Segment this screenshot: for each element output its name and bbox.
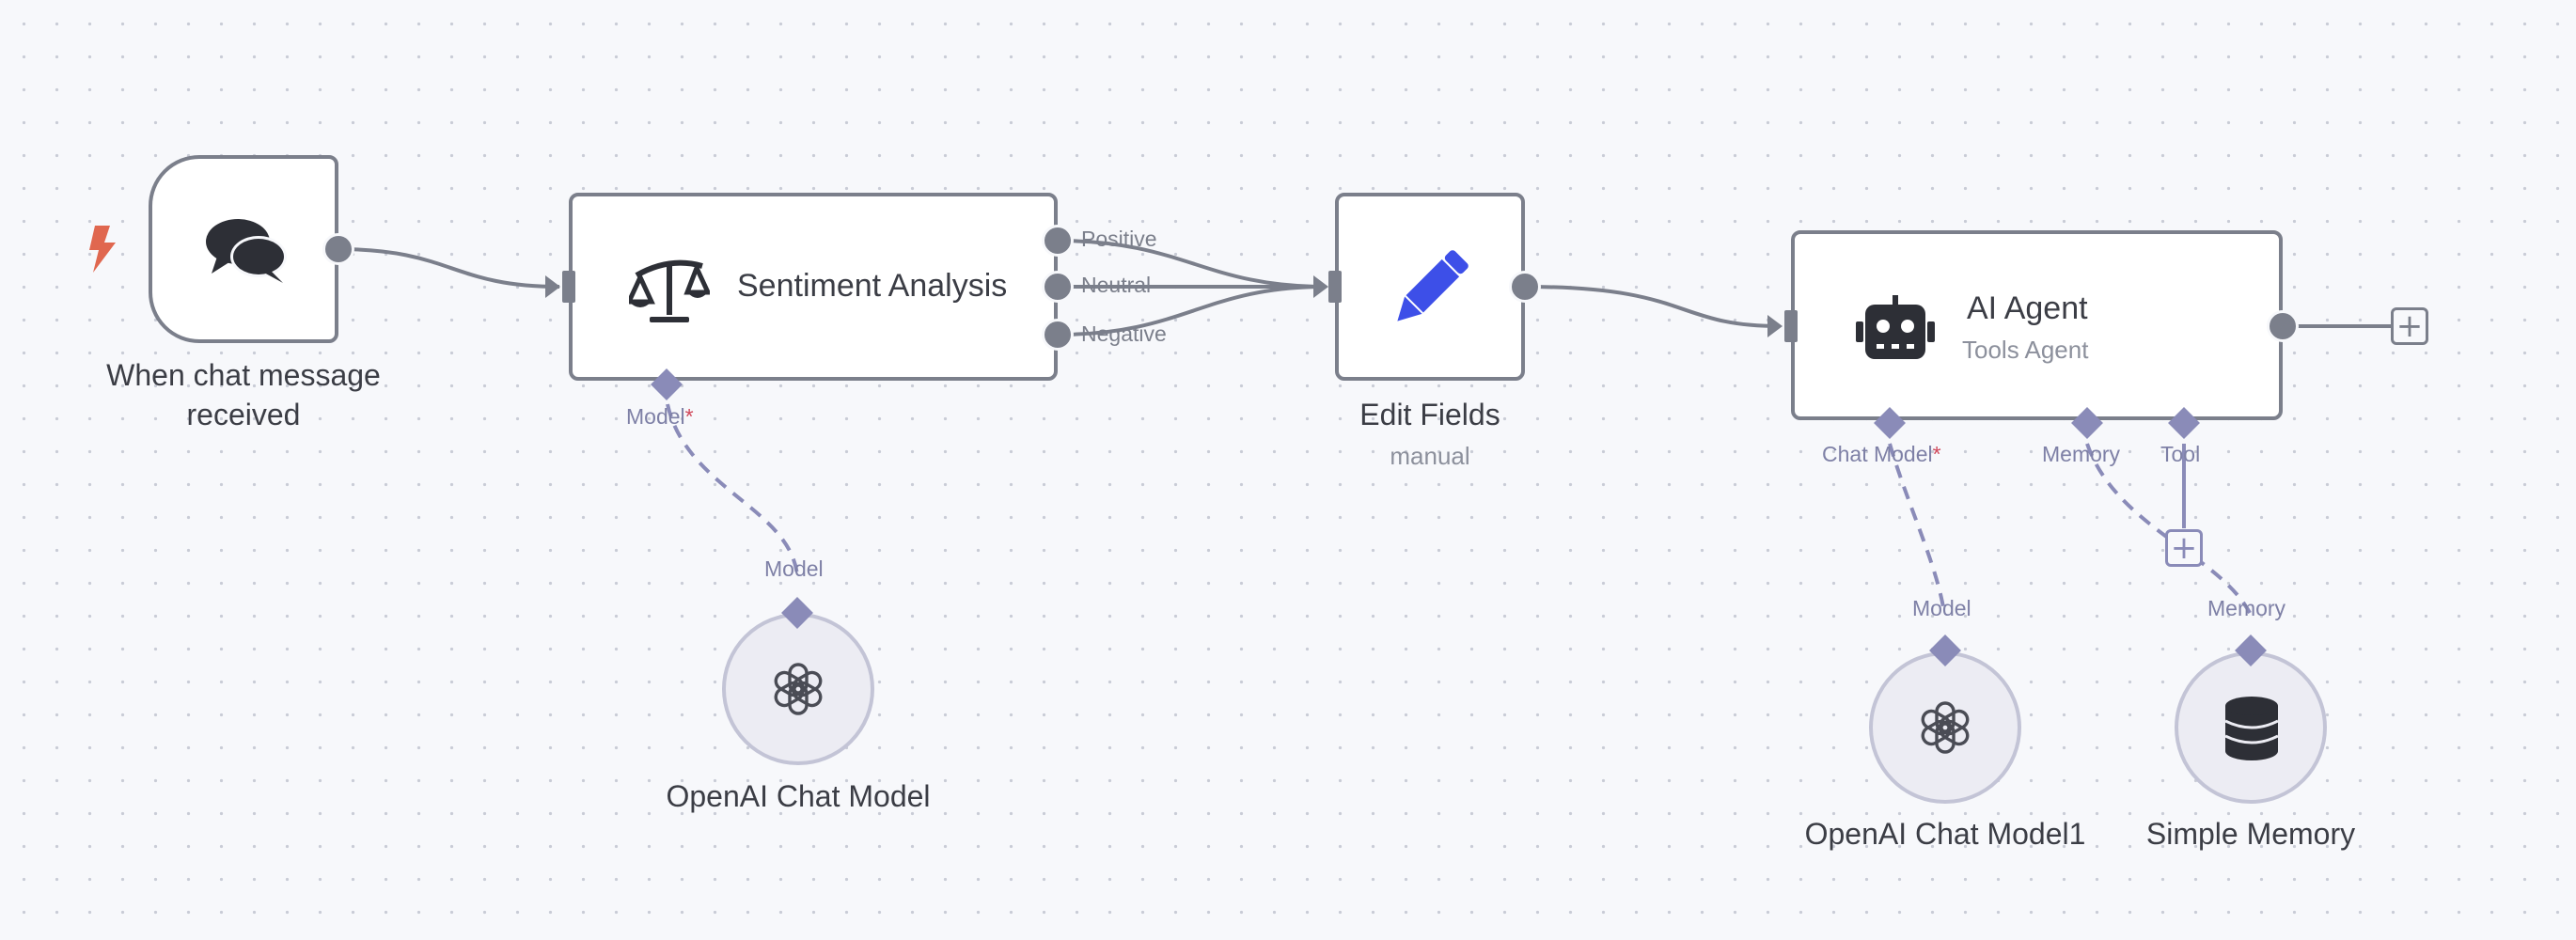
tool-label-agent: Tool [2160, 442, 2201, 466]
connection-trigger-to-sentiment [338, 247, 560, 289]
node-title-chat-trigger: When chat message received [106, 358, 381, 431]
pencil-icon [1397, 250, 1469, 321]
arrowhead [545, 275, 560, 298]
connection-negative-to-edit [1057, 285, 1327, 337]
node-subtitle-edit-fields: manual [1390, 442, 1470, 470]
input-handle-sentiment[interactable] [562, 271, 575, 303]
output-label-neutral: Neutral [1081, 273, 1152, 297]
node-subtitle-ai-agent: Tools Agent [1962, 336, 2089, 364]
connection-edit-to-agent [1524, 285, 1781, 328]
openai-icon [1921, 701, 1970, 754]
add-tool-button[interactable]: + [2165, 529, 2203, 567]
output-handle-positive[interactable] [1042, 225, 1074, 257]
ai-connection-model [666, 403, 799, 576]
memory-label-agent: Memory [2042, 442, 2121, 466]
node-ai-agent[interactable]: AI Agent Tools Agent [1791, 230, 2283, 420]
output-label-positive: Positive [1081, 227, 1157, 251]
node-simple-memory[interactable] [2175, 651, 2327, 804]
node-title-edit-fields: Edit Fields [1359, 398, 1500, 431]
ai-connection-chat-model [1888, 443, 1946, 614]
node-title-sentiment-analysis: Sentiment Analysis [737, 268, 1008, 304]
node-openai-chat-model[interactable] [722, 613, 874, 765]
model-label-sentiment: Model* [626, 404, 694, 429]
input-handle-ai-agent[interactable] [1784, 310, 1798, 342]
node-title-openai-chat-model: OpenAI Chat Model [666, 779, 931, 813]
memory-label-simple-memory: Memory [2207, 596, 2286, 620]
node-openai-chat-model1[interactable] [1869, 651, 2021, 804]
model-label-openai: Model [764, 556, 824, 581]
output-handle-chat-trigger[interactable] [322, 233, 354, 265]
robot-icon [1856, 295, 1935, 359]
output-handle-edit-fields[interactable] [1509, 271, 1541, 303]
add-node-after-agent-button[interactable]: + [2391, 307, 2428, 345]
node-sentiment-analysis[interactable]: Sentiment Analysis [569, 193, 1058, 381]
chat-bubbles-icon [206, 219, 287, 283]
output-handle-negative[interactable] [1042, 319, 1074, 351]
output-handle-ai-agent[interactable] [2267, 310, 2299, 342]
database-icon [2225, 697, 2278, 760]
chat-model-label-agent: Chat Model* [1822, 442, 1941, 466]
input-handle-edit-fields[interactable] [1328, 271, 1342, 303]
output-handle-neutral[interactable] [1042, 271, 1074, 303]
output-label-negative: Negative [1081, 321, 1167, 346]
node-chat-trigger[interactable] [149, 155, 338, 343]
model-label-openai1: Model [1912, 596, 1971, 620]
trigger-bolt-icon [89, 226, 116, 273]
node-title-ai-agent: AI Agent [1967, 290, 2088, 326]
scales-icon [629, 259, 710, 322]
connection-positive-to-edit [1057, 239, 1327, 289]
openai-icon [774, 663, 823, 715]
arrowhead [1313, 275, 1328, 298]
node-title-openai-chat-model1: OpenAI Chat Model1 [1804, 817, 2086, 851]
node-title-simple-memory: Simple Memory [2145, 817, 2356, 851]
ai-connection-memory [2085, 443, 2252, 614]
node-edit-fields[interactable] [1335, 193, 1525, 381]
arrowhead [1767, 315, 1783, 337]
